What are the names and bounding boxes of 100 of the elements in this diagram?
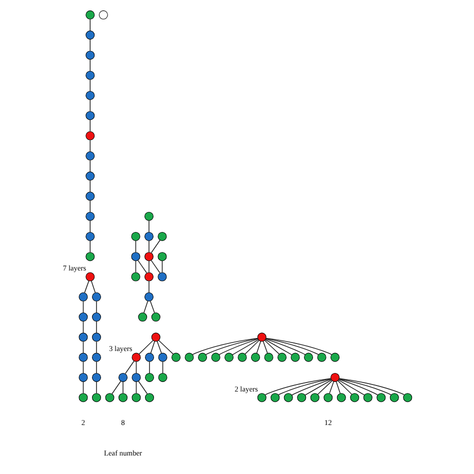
connector [122, 381, 123, 394]
connector [316, 380, 332, 395]
connector [89, 220, 90, 232]
connector [150, 260, 160, 274]
label: 8 [120, 418, 124, 427]
node-circle [250, 352, 260, 362]
node-circle [198, 352, 207, 362]
node-circle [85, 50, 94, 60]
connector [82, 381, 84, 394]
node-circle [256, 393, 266, 402]
node-circle [85, 131, 94, 140]
connector [90, 280, 96, 294]
node-circle [92, 312, 101, 322]
connector [192, 338, 258, 355]
node-circle [78, 372, 88, 382]
node-circle [92, 352, 101, 362]
node-circle [304, 352, 313, 362]
connector [278, 378, 331, 396]
node-circle [92, 393, 101, 402]
connector [304, 380, 332, 396]
node-circle [78, 352, 88, 362]
connector [218, 338, 258, 356]
node-circle [78, 332, 88, 342]
connector [338, 378, 404, 396]
node-circle [256, 332, 266, 342]
connector [338, 378, 378, 396]
node-circle [376, 393, 386, 402]
node-circle [85, 232, 94, 241]
connector [89, 79, 90, 92]
connector [138, 380, 148, 394]
connector [156, 340, 162, 354]
node-circle [157, 232, 166, 241]
connector [124, 360, 134, 374]
connector [264, 340, 280, 354]
node-circle [85, 70, 94, 80]
node-circle [85, 272, 94, 282]
node-circle [131, 352, 140, 362]
node-circle [157, 272, 166, 282]
node-circle [316, 352, 326, 362]
connector [150, 340, 155, 354]
node-circle [270, 393, 280, 402]
connector [150, 240, 160, 254]
connector [290, 378, 331, 396]
connector [89, 18, 90, 32]
connector [89, 39, 90, 52]
connector [148, 260, 149, 273]
node-circle [92, 372, 101, 382]
node-label: 7 layers [62, 264, 86, 272]
node-circle [336, 393, 346, 402]
node-circle [92, 332, 101, 342]
node-circle [362, 393, 372, 402]
node-circle [130, 232, 140, 241]
node-circle [157, 252, 166, 262]
node-circle [85, 192, 94, 201]
connector [264, 338, 305, 356]
node-circle [350, 393, 359, 402]
node-circle [85, 172, 94, 181]
connector [264, 378, 331, 396]
connector [89, 59, 90, 72]
node-circle [138, 312, 147, 322]
connector [111, 380, 121, 394]
connector [232, 339, 258, 356]
node-circle [184, 352, 194, 362]
node-circle [150, 312, 160, 322]
node-circle [78, 393, 88, 402]
node-circle [78, 312, 88, 322]
connector [142, 300, 148, 314]
node-circle [144, 252, 153, 262]
node-circle [210, 352, 220, 362]
connector [256, 340, 261, 354]
connector [148, 240, 149, 253]
node-circle [310, 393, 319, 402]
node-circle [85, 30, 94, 40]
label: 2 [80, 418, 85, 427]
connector [338, 380, 364, 396]
connector [89, 160, 90, 172]
connector [162, 361, 163, 374]
node-circle [150, 332, 160, 342]
node-label: 3 layers [108, 344, 132, 354]
node-circle [158, 352, 167, 362]
node-circle [130, 272, 140, 282]
node-circle [144, 212, 153, 221]
connector [328, 381, 334, 394]
connector [205, 338, 258, 355]
connector [134, 260, 136, 273]
label: Leaf number [103, 448, 142, 458]
node-circle [85, 90, 94, 100]
node-circle [144, 232, 153, 241]
node-circle [224, 352, 234, 362]
node-circle [237, 352, 246, 362]
connector [148, 280, 149, 293]
node-circle [85, 212, 94, 221]
connector [89, 140, 90, 152]
connector [161, 260, 162, 273]
node-circle [323, 393, 332, 402]
connector [149, 300, 154, 314]
node-circle [85, 252, 94, 262]
node-circle [296, 393, 306, 402]
node-circle [264, 352, 273, 362]
node-circle [85, 10, 94, 20]
